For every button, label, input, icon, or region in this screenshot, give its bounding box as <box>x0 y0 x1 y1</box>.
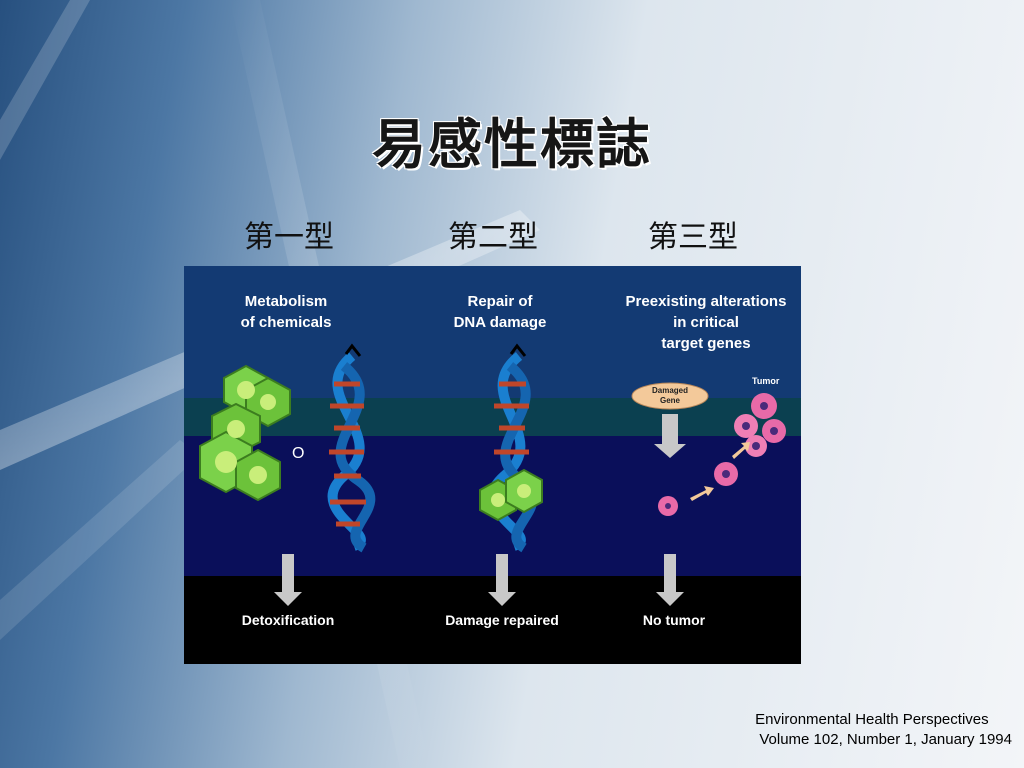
panel3-heading-line2: in critical <box>673 314 739 331</box>
dna-helix-icon <box>327 343 376 553</box>
chemical-molecule-label: O <box>292 445 304 462</box>
susceptibility-figure: Metabolism of chemicals Repair of DNA da… <box>184 266 801 664</box>
panel2-heading-line2: DNA damage <box>454 314 547 331</box>
tumor-cells-icon <box>658 393 786 516</box>
panel2-heading-line1: Repair of <box>467 293 533 310</box>
down-arrow-icon <box>274 554 302 606</box>
enzyme-cluster-icon <box>199 364 291 502</box>
down-arrow-icon <box>654 414 686 458</box>
column-label-type2: 第二型 <box>448 220 538 255</box>
column-label-type1: 第一型 <box>244 220 334 255</box>
progression-arrow-icon <box>690 486 714 501</box>
damaged-gene-oval <box>631 382 709 410</box>
slide-title: 易感性標誌 <box>372 113 652 176</box>
damaged-gene-label-line1: Damaged <box>652 386 688 395</box>
panel1-heading-line2: of chemicals <box>241 314 332 331</box>
panel3-heading-line1: Preexisting alterations <box>626 293 787 310</box>
progression-arrow-icon <box>732 442 750 459</box>
figure-top-band <box>184 266 801 398</box>
panel1-heading-line1: Metabolism <box>245 293 328 310</box>
panel3-outcome: No tumor <box>643 612 706 628</box>
tumor-label: Tumor <box>752 376 780 386</box>
panel3-heading-line3: target genes <box>661 335 750 352</box>
citation-journal: Environmental Health Perspectives <box>755 711 989 728</box>
dna-helix-repair-icon <box>479 343 543 553</box>
damaged-gene-label-line2: Gene <box>660 396 681 405</box>
panel2-outcome: Damage repaired <box>445 612 559 628</box>
down-arrow-icon <box>488 554 516 606</box>
down-arrow-icon <box>656 554 684 606</box>
citation-volume: Volume 102, Number 1, January 1994 <box>755 731 1012 748</box>
panel1-outcome: Detoxification <box>242 612 335 628</box>
column-label-type3: 第三型 <box>648 220 738 255</box>
citation: Environmental Health Perspectives Volume… <box>755 710 1012 750</box>
